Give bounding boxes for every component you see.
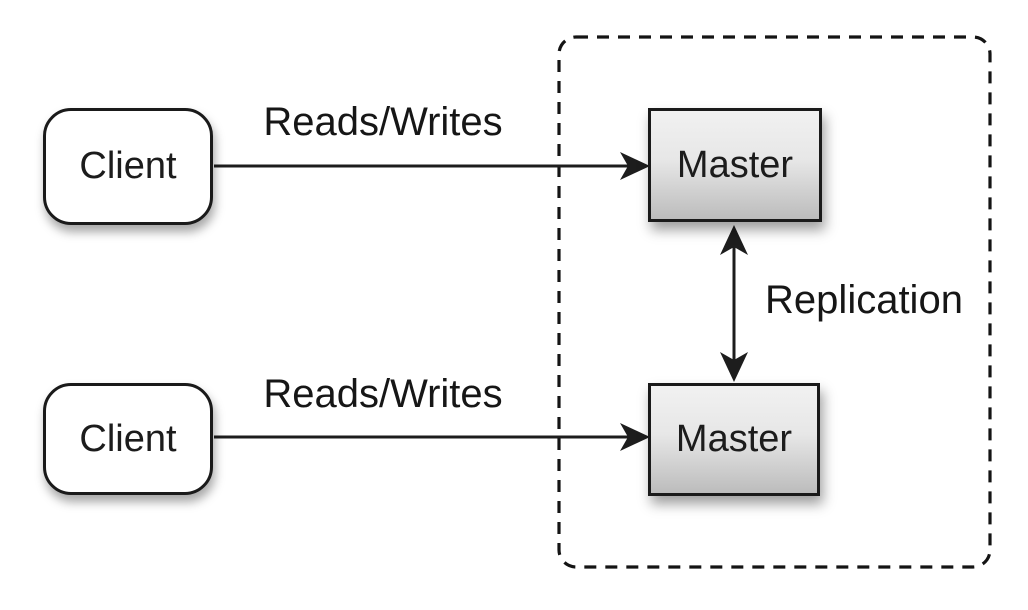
- master-node-bottom-label: Master: [675, 418, 793, 460]
- replication-arrow-head-down: [720, 352, 748, 382]
- client-node-top: Client: [43, 108, 213, 225]
- replication-label: Replication: [765, 278, 963, 322]
- reads-writes-arrow-top: [214, 152, 650, 180]
- master-node-top-label: Master: [676, 143, 794, 186]
- master-node-bottom: Master: [648, 383, 820, 496]
- reads-writes-label-top: Reads/Writes: [263, 100, 503, 144]
- reads-writes-arrow-bottom: [214, 423, 650, 451]
- reads-writes-label-bottom: Reads/Writes: [263, 372, 503, 416]
- replication-arrow-head-up: [720, 225, 748, 255]
- client-node-bottom: Client: [43, 383, 213, 495]
- master-node-top: Master: [648, 108, 822, 222]
- reads-writes-arrow-bottom-head: [620, 423, 650, 451]
- replication-group-boundary: [557, 35, 992, 569]
- client-node-top-label: Client: [79, 145, 177, 187]
- replication-arrow: [720, 225, 748, 382]
- client-node-bottom-label: Client: [79, 417, 177, 460]
- reads-writes-arrow-top-head: [620, 152, 650, 180]
